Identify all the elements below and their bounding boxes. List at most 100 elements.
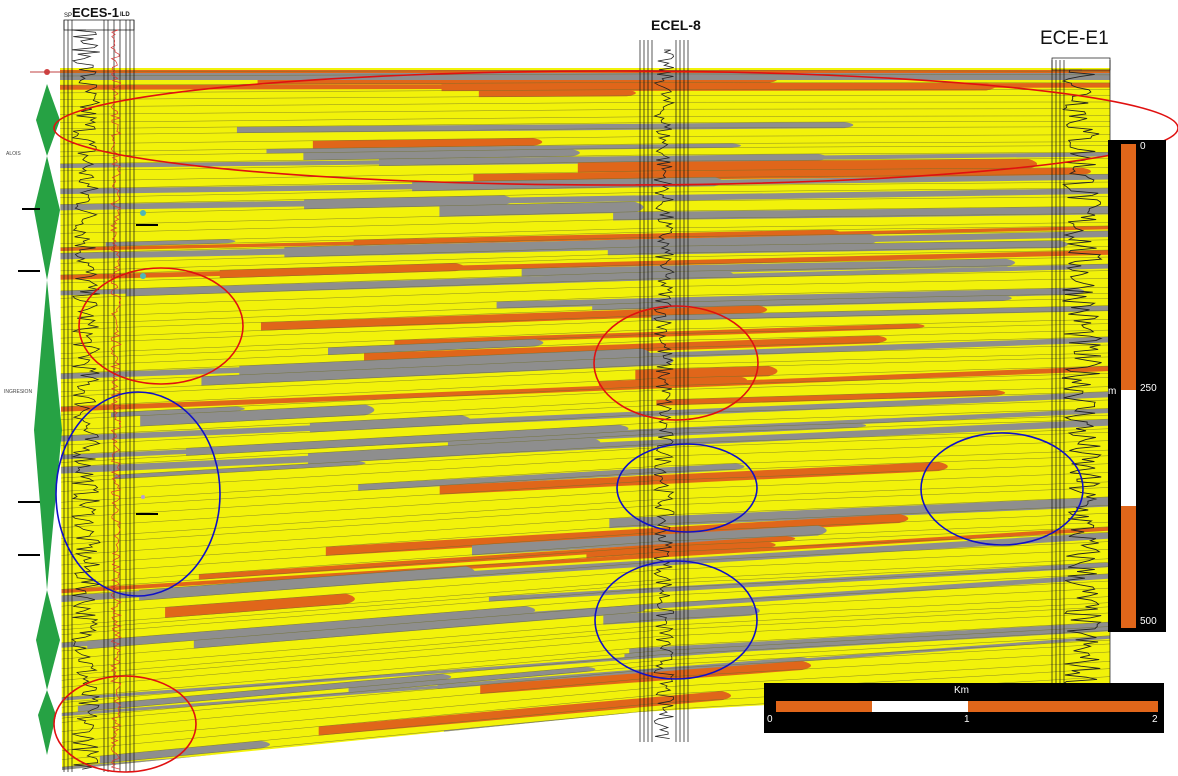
blue-ellipse-middle-lower	[594, 560, 758, 680]
vscale-seg-3	[1121, 506, 1136, 628]
bed-line	[60, 181, 1110, 198]
stratum-lens	[651, 301, 1110, 321]
bed-line	[60, 635, 1110, 714]
bed-line	[60, 239, 1110, 264]
hscale-seg-1	[776, 701, 872, 712]
wedge-4	[36, 590, 60, 690]
vscale-label-500: 500	[1140, 616, 1157, 627]
bed-line	[60, 661, 1110, 743]
strata-layers	[60, 70, 1110, 770]
bed-line	[60, 532, 1110, 597]
log-curve	[652, 49, 675, 739]
well-logs	[70, 29, 1103, 770]
wedge-1	[36, 84, 60, 156]
stratum-lens	[603, 605, 760, 625]
bed-line	[60, 526, 1110, 590]
stratum-lens	[478, 89, 636, 98]
log-curve	[109, 29, 122, 770]
stratum-lens	[348, 666, 596, 693]
bed-line	[60, 173, 1110, 190]
blue-ellipse-right	[920, 432, 1084, 546]
blue-ellipse-left	[55, 391, 221, 597]
vertical-scale-bar: 0 250 500 m	[1108, 140, 1166, 632]
bed-line	[60, 449, 1110, 503]
bed-line	[60, 225, 1110, 248]
bed-line	[60, 414, 1110, 463]
bed-line	[60, 521, 1110, 585]
stratum-band	[60, 264, 1110, 296]
stratum-lens	[77, 673, 452, 712]
log-curve	[70, 29, 101, 770]
middle-well-title: ECEL-8	[651, 17, 701, 33]
bed-line	[60, 496, 1110, 556]
stratum-lens	[480, 660, 812, 695]
bed-line	[60, 286, 1110, 318]
stratum-lens	[656, 389, 1006, 406]
bed-line	[60, 167, 1110, 182]
red-ellipse-middle	[593, 305, 759, 421]
bed-line	[60, 386, 1110, 431]
bed-line	[60, 587, 1110, 660]
vscale-label-0: 0	[1140, 141, 1146, 152]
bed-line	[60, 134, 1110, 145]
bed-line	[60, 606, 1110, 681]
bed-line	[60, 668, 1110, 751]
stratum-lens	[201, 356, 674, 386]
stratum-lens	[439, 461, 948, 495]
wedge-2	[34, 156, 60, 280]
bed-line	[60, 256, 1110, 284]
stratum-lens	[266, 143, 741, 154]
wedge-5	[38, 690, 56, 755]
bed-line	[60, 319, 1110, 354]
bed-line	[60, 205, 1110, 226]
bed-line	[60, 418, 1110, 468]
stratum-band	[60, 336, 1110, 380]
bed-line	[60, 562, 1110, 631]
log-curve	[1061, 69, 1103, 685]
stratum-band	[60, 230, 1110, 260]
side-label-alois: ALOIS	[6, 151, 21, 157]
bed-line	[60, 549, 1110, 616]
stratum-lens	[624, 621, 1110, 659]
stratum-lens	[613, 205, 1110, 221]
hscale-label-1: 1	[964, 714, 970, 725]
red-ellipse-top	[53, 70, 1178, 186]
bed-line	[60, 310, 1110, 344]
bed-line	[60, 222, 1110, 244]
right-well-title: ECE-E1	[1040, 28, 1109, 49]
cycle-wedges	[18, 69, 158, 755]
bed-line	[60, 115, 1110, 123]
top-band	[60, 70, 1110, 80]
highlight-ellipses	[53, 70, 1178, 773]
bed-line	[60, 377, 1110, 420]
horizontal-scale-bar: Km 0 1 2	[764, 683, 1164, 733]
stratum-lens	[471, 525, 827, 556]
bed-line	[60, 487, 1110, 546]
bed-line	[60, 596, 1110, 670]
bed-line	[60, 352, 1110, 393]
stratum-lens	[110, 406, 245, 418]
side-label-ingresion: INGRESION	[4, 389, 32, 395]
stratum-lens	[437, 657, 810, 689]
bed-line	[60, 158, 1110, 172]
bed-line	[60, 481, 1110, 539]
marker-dot	[140, 210, 146, 216]
bed-line	[60, 246, 1110, 272]
bed-line	[60, 121, 1110, 129]
bed-line	[60, 621, 1110, 698]
bed-line	[60, 440, 1110, 492]
bed-line	[60, 323, 1110, 359]
red-ellipse-left-upper	[78, 267, 244, 385]
bed-line	[60, 329, 1110, 367]
stratum-lens	[496, 287, 1085, 309]
stratum-lens	[318, 691, 731, 736]
bed-line	[60, 428, 1110, 479]
stratum-lens	[488, 562, 1110, 602]
stratum-lens	[193, 604, 646, 649]
bed-line	[60, 408, 1110, 456]
stratum-lens	[114, 461, 366, 480]
bed-line	[60, 89, 1110, 94]
hscale-seg-2	[872, 701, 968, 712]
bed-line	[60, 145, 1110, 157]
